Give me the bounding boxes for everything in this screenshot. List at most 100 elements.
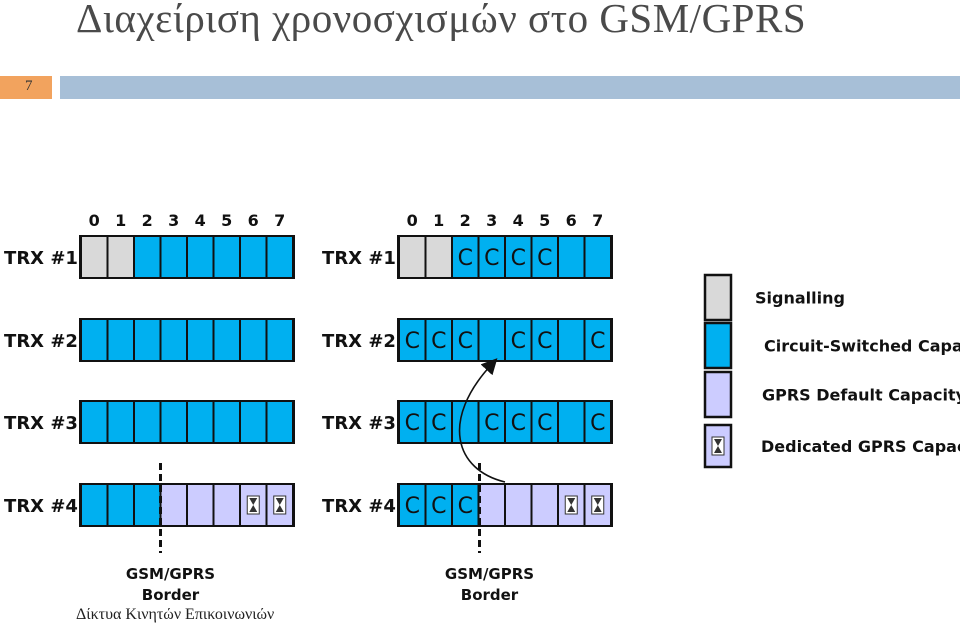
timeslot-0-2-5 bbox=[214, 402, 239, 442]
timeslot-number-0-6: 6 bbox=[248, 211, 259, 230]
timeslot-1-3-2 bbox=[453, 485, 478, 525]
timeslot-number-1-1: 1 bbox=[433, 211, 444, 230]
timeslot-0-0-6 bbox=[241, 237, 266, 277]
trx-label-1-3: TRX #4 bbox=[322, 496, 396, 517]
timeslot-number-1-6: 6 bbox=[566, 211, 577, 230]
header-bar bbox=[60, 76, 960, 99]
circuit-marker-1-2-3: C bbox=[484, 411, 499, 436]
timeslot-1-3-3 bbox=[479, 485, 504, 525]
reallocation-arrow bbox=[458, 358, 506, 483]
timeslot-1-0-1 bbox=[426, 237, 451, 277]
timeslot-number-0-5: 5 bbox=[221, 211, 232, 230]
timeslot-1-3-1 bbox=[426, 485, 451, 525]
timeslot-0-2-7 bbox=[267, 402, 292, 442]
timeslot-1-3-5 bbox=[532, 485, 557, 525]
timeslot-1-2-2 bbox=[453, 402, 478, 442]
timeslot-1-0-5 bbox=[532, 237, 557, 277]
timeslot-number-0-7: 7 bbox=[274, 211, 285, 230]
trx-label-0-1: TRX #2 bbox=[4, 331, 78, 352]
timeslot-1-1-6 bbox=[559, 320, 584, 360]
timeslot-0-1-2 bbox=[135, 320, 160, 360]
legend-label-gprs: GPRS Default Capacity bbox=[762, 386, 960, 405]
timeslot-1-0-0 bbox=[400, 237, 425, 277]
circuit-marker-1-1-1: C bbox=[431, 329, 446, 354]
timeslot-1-1-2 bbox=[453, 320, 478, 360]
trx-label-0-2: TRX #3 bbox=[4, 413, 78, 434]
timeslot-number-1-3: 3 bbox=[486, 211, 497, 230]
timeslot-0-0-0 bbox=[82, 237, 107, 277]
timeslot-1-2-0 bbox=[400, 402, 425, 442]
circuit-marker-1-2-5: C bbox=[537, 411, 552, 436]
timeslot-0-3-0 bbox=[82, 485, 107, 525]
circuit-marker-1-3-0: C bbox=[405, 494, 420, 519]
timeslot-number-0-2: 2 bbox=[142, 211, 153, 230]
legend-dedicated-gprs-icon bbox=[714, 439, 722, 453]
timeslot-0-3-3 bbox=[161, 485, 186, 525]
circuit-marker-1-1-0: C bbox=[405, 329, 420, 354]
circuit-marker-1-0-3: C bbox=[484, 246, 499, 271]
legend-label-circuit: Circuit-Switched Capacity bbox=[764, 337, 960, 356]
circuit-marker-1-3-1: C bbox=[431, 494, 446, 519]
timeslot-0-1-6 bbox=[241, 320, 266, 360]
timeslot-1-0-6 bbox=[559, 237, 584, 277]
border-label-1-1: Border bbox=[461, 586, 519, 604]
timeslot-number-0-0: 0 bbox=[89, 211, 100, 230]
timeslot-1-2-6 bbox=[559, 402, 584, 442]
timeslot-0-0-1 bbox=[108, 237, 133, 277]
circuit-marker-1-2-1: C bbox=[431, 411, 446, 436]
timeslot-1-0-3 bbox=[479, 237, 504, 277]
timeslot-1-1-7 bbox=[585, 320, 610, 360]
timeslot-1-2-3 bbox=[479, 402, 504, 442]
timeslot-0-0-4 bbox=[188, 237, 213, 277]
timeslot-number-0-3: 3 bbox=[168, 211, 179, 230]
timeslot-1-2-7 bbox=[585, 402, 610, 442]
legend-swatch-circuit bbox=[703, 321, 733, 370]
trx-label-1-2: TRX #3 bbox=[322, 413, 396, 434]
legend-swatch-signalling bbox=[703, 273, 733, 322]
legend-label-signalling: Signalling bbox=[755, 289, 845, 308]
circuit-marker-1-1-4: C bbox=[511, 329, 526, 354]
timeslot-1-1-4 bbox=[506, 320, 531, 360]
timeslot-number-1-2: 2 bbox=[460, 211, 471, 230]
timeslot-0-1-1 bbox=[108, 320, 133, 360]
slide-number: 7 bbox=[25, 78, 33, 94]
timeslot-1-0-2 bbox=[453, 237, 478, 277]
circuit-marker-1-2-7: C bbox=[590, 411, 605, 436]
legend-label-dedicated: Dedicated GPRS Capacity bbox=[761, 437, 960, 456]
timeslot-0-3-5 bbox=[214, 485, 239, 525]
trx-label-1-1: TRX #2 bbox=[322, 331, 396, 352]
timeslot-0-0-5 bbox=[214, 237, 239, 277]
timeslot-0-3-1 bbox=[108, 485, 133, 525]
slide-title: Διαχείριση χρονοσχισμών στο GSM/GPRS bbox=[76, 0, 807, 41]
timeslot-1-1-3 bbox=[479, 320, 504, 360]
timeslot-1-0-4 bbox=[506, 237, 531, 277]
timeslot-1-1-1 bbox=[426, 320, 451, 360]
border-label-0-0: GSM/GPRS bbox=[126, 565, 215, 583]
circuit-marker-1-2-4: C bbox=[511, 411, 526, 436]
slide-footer: Δίκτυα Κινητών Επικοινωνιών bbox=[76, 606, 275, 623]
trx-label-0-0: TRX #1 bbox=[4, 248, 78, 269]
timeslot-1-1-5 bbox=[532, 320, 557, 360]
border-label-0-1: Border bbox=[142, 586, 200, 604]
timeslot-number-1-4: 4 bbox=[513, 211, 524, 230]
timeslot-1-3-0 bbox=[400, 485, 425, 525]
timeslot-number-1-0: 0 bbox=[407, 211, 418, 230]
timeslot-0-1-3 bbox=[161, 320, 186, 360]
timeslot-0-2-1 bbox=[108, 402, 133, 442]
circuit-marker-1-1-7: C bbox=[590, 329, 605, 354]
timeslot-0-1-7 bbox=[267, 320, 292, 360]
circuit-marker-1-0-5: C bbox=[537, 246, 552, 271]
trx-label-0-3: TRX #4 bbox=[4, 496, 78, 517]
circuit-marker-1-0-4: C bbox=[511, 246, 526, 271]
timeslot-0-2-4 bbox=[188, 402, 213, 442]
dedicated-gprs-icon-1-3-6 bbox=[567, 498, 576, 512]
slide-number-box: 7 bbox=[0, 76, 55, 99]
timeslot-0-3-4 bbox=[188, 485, 213, 525]
timeslot-0-0-2 bbox=[135, 237, 160, 277]
legend-swatch-gprs bbox=[703, 370, 733, 419]
circuit-marker-1-2-0: C bbox=[405, 411, 420, 436]
timeslot-0-1-5 bbox=[214, 320, 239, 360]
circuit-marker-1-3-2: C bbox=[458, 494, 473, 519]
timeslot-0-1-4 bbox=[188, 320, 213, 360]
timeslot-1-2-4 bbox=[506, 402, 531, 442]
